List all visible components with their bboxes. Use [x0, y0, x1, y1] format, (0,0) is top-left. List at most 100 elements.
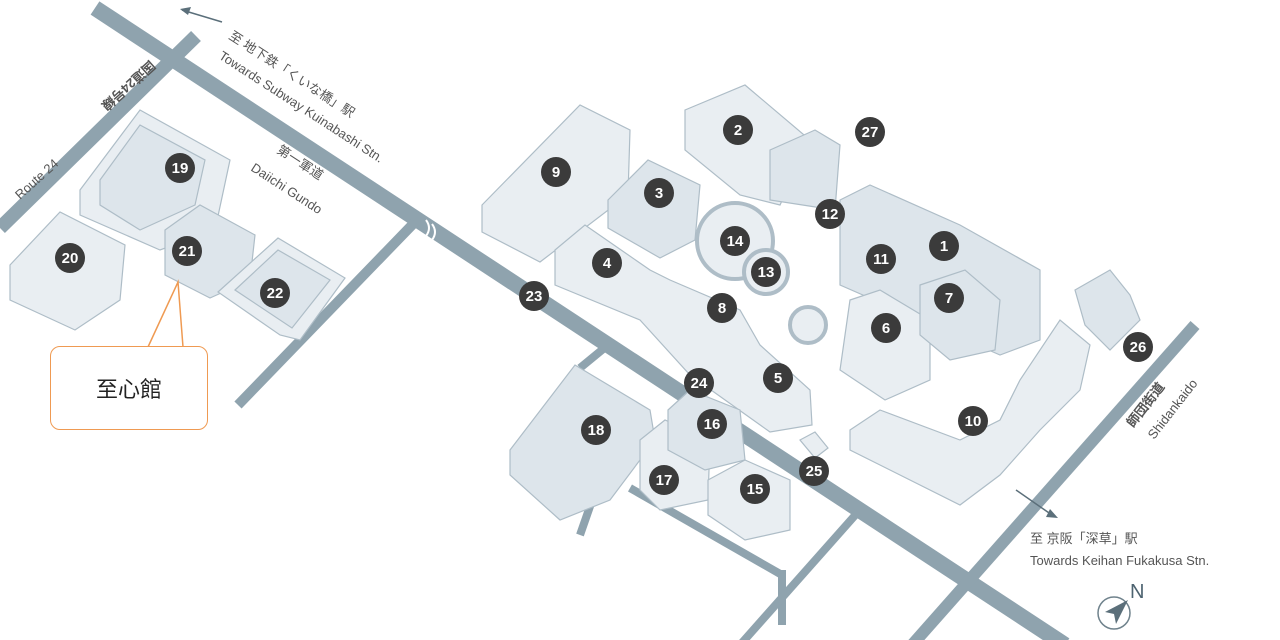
marker-number: 25: [806, 463, 823, 480]
building-shape: [509, 364, 656, 521]
round-building-shape: [788, 305, 828, 345]
marker-number: 13: [758, 264, 775, 281]
building-marker-22[interactable]: 22: [260, 278, 290, 308]
marker-circle-icon: [581, 415, 611, 445]
building-marker-8[interactable]: 8: [707, 293, 737, 323]
marker-circle-icon: [929, 231, 959, 261]
marker-circle-icon: [871, 313, 901, 343]
building-marker-16[interactable]: 16: [697, 409, 727, 439]
marker-circle-icon: [958, 406, 988, 436]
callout-shishinkan: 至心館: [50, 346, 208, 430]
building-marker-3[interactable]: 3: [644, 178, 674, 208]
building-shape: [607, 159, 701, 259]
marker-circle-icon: [815, 199, 845, 229]
building-shape: [769, 129, 841, 211]
marker-circle-icon: [723, 115, 753, 145]
compass-ring-icon: [1097, 596, 1131, 630]
building-marker-15[interactable]: 15: [740, 474, 770, 504]
compass: N: [1097, 581, 1144, 630]
marker-number: 3: [655, 185, 663, 202]
building-marker-11[interactable]: 11: [866, 244, 896, 274]
building-marker-2[interactable]: 2: [723, 115, 753, 145]
marker-number: 1: [940, 238, 948, 255]
marker-circle-icon: [866, 244, 896, 274]
marker-number: 10: [965, 413, 982, 430]
marker-number: 27: [862, 124, 879, 141]
road-main: [90, 1, 1070, 640]
building-marker-10[interactable]: 10: [958, 406, 988, 436]
marker-number: 8: [718, 300, 726, 317]
building-shape: [849, 319, 1091, 506]
marker-number: 5: [774, 370, 782, 387]
marker-number: 19: [172, 160, 189, 177]
marker-circle-icon: [799, 456, 829, 486]
building-marker-5[interactable]: 5: [763, 363, 793, 393]
marker-number: 11: [873, 251, 889, 268]
marker-circle-icon: [519, 281, 549, 311]
building-marker-27[interactable]: 27: [855, 117, 885, 147]
marker-circle-icon: [763, 363, 793, 393]
marker-circle-icon: [165, 153, 195, 183]
marker-circle-icon: [697, 409, 727, 439]
marker-number: 9: [552, 164, 560, 181]
marker-circle-icon: [934, 283, 964, 313]
building-shape: [99, 124, 206, 231]
marker-circle-icon: [172, 236, 202, 266]
direction-arrows: [180, 7, 1058, 518]
building-marker-12[interactable]: 12: [815, 199, 845, 229]
road-minor: [577, 341, 611, 372]
building-marker-14[interactable]: 14: [720, 226, 750, 256]
road-minor: [739, 509, 861, 640]
marker-circle-icon: [644, 178, 674, 208]
marker-number: 12: [822, 206, 839, 223]
road-shidankaido: [908, 321, 1200, 640]
building-marker-23[interactable]: 23: [519, 281, 549, 311]
building-marker-21[interactable]: 21: [172, 236, 202, 266]
marker-circle-icon: [649, 465, 679, 495]
marker-number: 22: [267, 285, 284, 302]
building-marker-24[interactable]: 24: [684, 368, 714, 398]
building-marker-18[interactable]: 18: [581, 415, 611, 445]
marker-circle-icon: [684, 368, 714, 398]
building-marker-19[interactable]: 19: [165, 153, 195, 183]
keihan-ja-label: 至 京阪「深草」駅: [1030, 531, 1138, 546]
road-daiichi-branch: [234, 218, 419, 409]
marker-number: 4: [603, 255, 612, 272]
marker-circle-icon: [260, 278, 290, 308]
road-route24: [0, 30, 201, 234]
building-shape: [554, 224, 813, 433]
marker-circle-icon: [855, 117, 885, 147]
building-marker-17[interactable]: 17: [649, 465, 679, 495]
marker-number: 17: [656, 472, 673, 489]
marker-circle-icon: [592, 248, 622, 278]
marker-number: 14: [727, 233, 744, 250]
building-marker-6[interactable]: 6: [871, 313, 901, 343]
marker-number: 20: [62, 250, 79, 267]
marker-number: 7: [945, 290, 953, 307]
building-marker-4[interactable]: 4: [592, 248, 622, 278]
building-marker-26[interactable]: 26: [1123, 332, 1153, 362]
compass-arrow-icon: [1105, 600, 1128, 624]
building-marker-20[interactable]: 20: [55, 243, 85, 273]
buildings: [9, 84, 1141, 541]
building-marker-9[interactable]: 9: [541, 157, 571, 187]
keihan-arrowhead-icon: [1046, 509, 1058, 518]
building-marker-1[interactable]: 1: [929, 231, 959, 261]
keihan-en-label: Towards Keihan Fukakusa Stn.: [1030, 553, 1209, 568]
compass-north-label: N: [1130, 581, 1144, 603]
subway-arrowhead-icon: [180, 7, 191, 15]
road-break-mark: [425, 219, 436, 241]
building-marker-13[interactable]: 13: [751, 257, 781, 287]
marker-number: 21: [179, 243, 196, 260]
building-marker-7[interactable]: 7: [934, 283, 964, 313]
marker-circle-icon: [55, 243, 85, 273]
marker-number: 24: [691, 375, 708, 392]
marker-number: 15: [747, 481, 764, 498]
marker-number: 2: [734, 122, 742, 139]
building-marker-25[interactable]: 25: [799, 456, 829, 486]
marker-circle-icon: [1123, 332, 1153, 362]
building-shape: [1074, 269, 1141, 351]
building-shape: [839, 289, 931, 401]
